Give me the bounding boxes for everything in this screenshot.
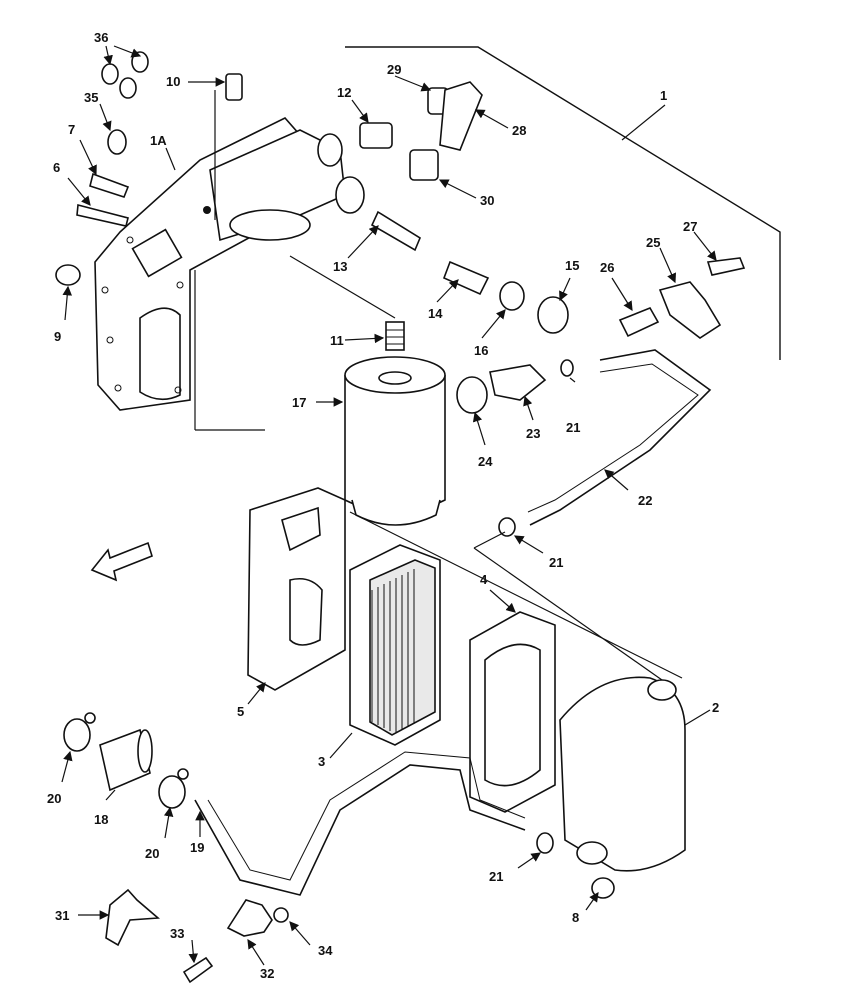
callout-21c: 21	[489, 869, 503, 884]
callout-35: 35	[84, 90, 98, 105]
nipple-11	[385, 321, 405, 351]
bolt-7	[89, 172, 130, 198]
callout-19: 19	[190, 840, 204, 855]
callout-27: 27	[683, 219, 697, 234]
tube-22	[527, 349, 712, 526]
callout-1: 1	[660, 88, 667, 103]
callout-16: 16	[474, 343, 488, 358]
hose-18	[99, 728, 153, 792]
callout-34: 34	[318, 943, 333, 958]
fitting-10	[225, 73, 243, 101]
nut-8	[591, 877, 615, 899]
callout-33: 33	[170, 926, 184, 941]
callout-21b: 21	[549, 555, 563, 570]
callout-9: 9	[54, 329, 61, 344]
elbow-28	[439, 81, 483, 151]
callout-3: 3	[318, 754, 325, 769]
callout-23: 23	[526, 426, 540, 441]
filter-housing-1a	[94, 117, 365, 411]
callout-15: 15	[565, 258, 579, 273]
callout-13: 13	[333, 259, 347, 274]
callout-6: 6	[53, 160, 60, 175]
oil-filter-17	[344, 356, 446, 526]
washer-35	[107, 129, 127, 155]
callout-31: 31	[55, 908, 69, 923]
callout-18: 18	[94, 812, 108, 827]
washers-36	[101, 51, 149, 99]
clamp-20-lower	[158, 768, 189, 809]
plug-9	[55, 264, 81, 286]
elbow-23	[489, 364, 547, 401]
callout-26: 26	[600, 260, 614, 275]
tube-19	[194, 751, 526, 896]
callout-17: 17	[292, 395, 306, 410]
spacer-26	[618, 306, 660, 338]
clamp-20-upper	[63, 712, 96, 752]
clamp-32	[226, 899, 273, 937]
front-direction-arrow	[90, 541, 153, 582]
seal-24	[456, 376, 488, 414]
callout-labels: 1 1A 2 3 4 5 6 7 8 9 10 11 12 13 14 15 1…	[47, 30, 719, 981]
bolt-33	[182, 956, 214, 984]
washer-34	[273, 907, 289, 923]
gasket-4	[469, 611, 556, 813]
callout-30: 30	[480, 193, 494, 208]
callout-28: 28	[512, 123, 526, 138]
callout-8: 8	[572, 910, 579, 925]
callout-21a: 21	[566, 420, 580, 435]
callout-5: 5	[237, 704, 244, 719]
seal-21-lower	[536, 832, 554, 854]
callout-20b: 20	[145, 846, 159, 861]
bracket-25	[658, 281, 722, 339]
callout-36: 36	[94, 30, 108, 45]
callout-1a: 1A	[150, 133, 167, 148]
fitting-30	[409, 149, 439, 181]
callout-20a: 20	[47, 791, 61, 806]
callout-10: 10	[166, 74, 180, 89]
callout-22: 22	[638, 493, 652, 508]
valve-13	[370, 210, 422, 252]
callout-24: 24	[478, 454, 493, 469]
plug-15	[537, 296, 569, 334]
cooler-core-3	[349, 544, 441, 746]
fitting-12	[359, 122, 393, 149]
bolt-6	[76, 203, 129, 227]
leader-lines	[61, 45, 717, 966]
callout-11: 11	[330, 333, 344, 348]
spring-14	[442, 260, 490, 296]
seal-21-middle	[498, 517, 516, 537]
callout-7: 7	[68, 122, 75, 137]
callout-14: 14	[428, 306, 443, 321]
seal-21-upper	[560, 359, 574, 377]
callout-12: 12	[337, 85, 351, 100]
callout-29: 29	[387, 62, 401, 77]
callout-4: 4	[480, 572, 488, 587]
callout-32: 32	[260, 966, 274, 981]
seal-16	[499, 281, 525, 311]
cooler-cover-2	[559, 676, 686, 872]
callout-25: 25	[646, 235, 660, 250]
bracket-31	[105, 888, 160, 947]
assembly-bracket-1	[345, 46, 781, 360]
gasket-5	[247, 487, 346, 691]
callout-2: 2	[712, 700, 719, 715]
bolt-27	[706, 257, 746, 276]
